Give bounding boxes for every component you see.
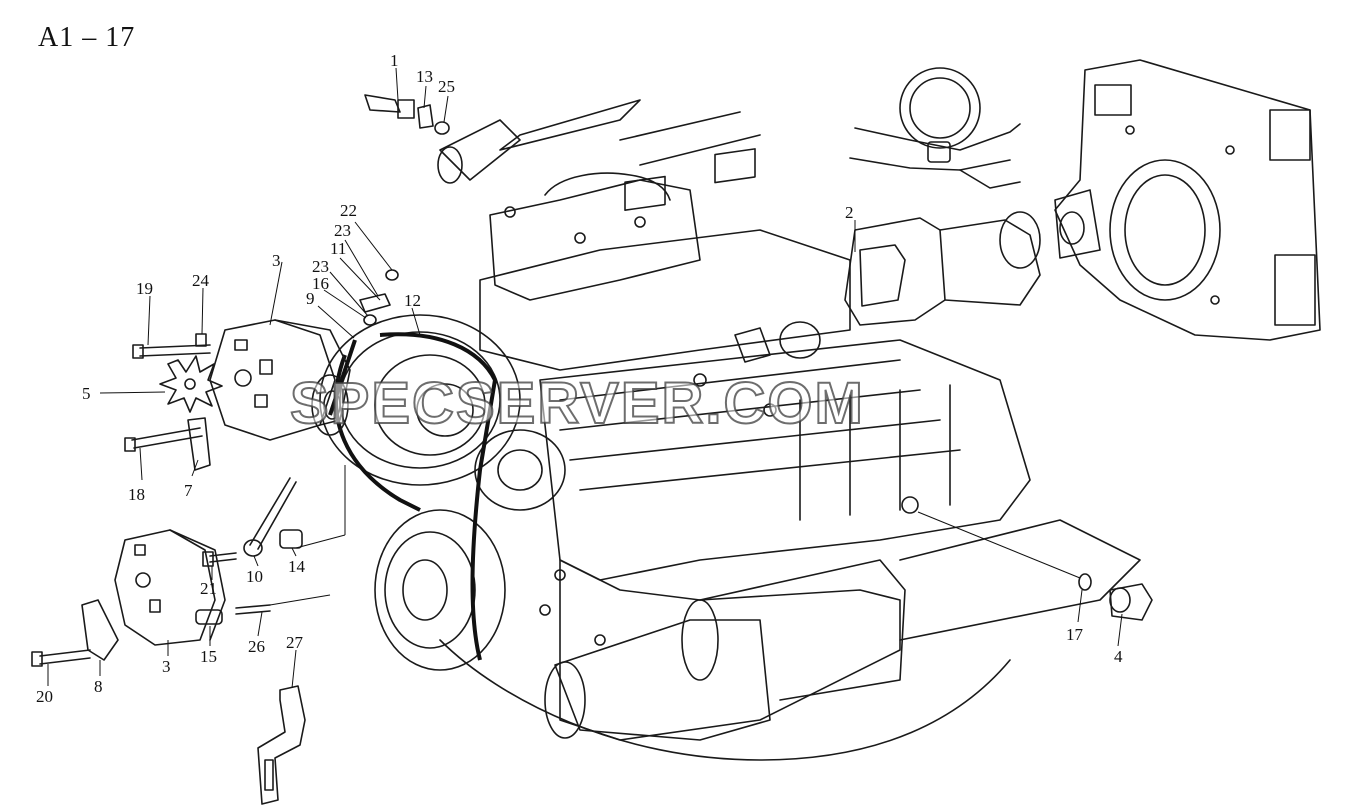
callout-16: 16: [312, 274, 329, 293]
callout-20: 20: [36, 687, 53, 706]
callout-17: 17: [1066, 625, 1084, 644]
callout-25: 25: [438, 77, 455, 96]
bolt-icon: [124, 333, 211, 471]
callout-24: 24: [192, 271, 210, 290]
callout-12: 12: [404, 291, 421, 310]
callout-2: 2: [845, 203, 854, 222]
callout-15: 15: [200, 647, 217, 666]
sensor-icon: [364, 94, 521, 184]
callout-23-bottom: 23: [312, 257, 329, 276]
callout-11: 11: [330, 239, 346, 258]
starter-motor-icon: [844, 211, 1041, 326]
callout-4: 4: [1114, 647, 1123, 666]
cable-harness-icon: [849, 67, 1021, 189]
callout-14: 14: [288, 557, 306, 576]
page-title: A1 – 17: [38, 22, 136, 53]
callout-3-upper: 3: [272, 251, 281, 270]
callout-3-lower: 3: [162, 657, 171, 676]
alternator-icon: [209, 319, 351, 441]
pulley-assembly-icon: [319, 314, 566, 671]
flywheel-housing-icon: [1054, 59, 1321, 341]
mounting-bracket-icon: [257, 685, 306, 805]
pressure-sender-icon: [1078, 573, 1153, 621]
callout-8: 8: [94, 677, 103, 696]
filter-canister-icon: [544, 559, 906, 741]
callout-22: 22: [340, 201, 357, 220]
callout-18: 18: [128, 485, 145, 504]
callout-5: 5: [82, 384, 91, 403]
alternator-rear-icon: [31, 477, 303, 667]
callout-labels: 1 13 25 2 3 19 24 5 18 7 22 23 11 23 16 …: [36, 51, 1123, 706]
callout-9: 9: [306, 289, 315, 308]
cooling-fan-icon: [159, 355, 223, 413]
watermark-text: SPECSERVER.COM: [289, 370, 865, 437]
callout-1: 1: [390, 51, 399, 70]
callout-26: 26: [248, 637, 265, 656]
callout-13: 13: [416, 67, 433, 86]
callout-21: 21: [200, 579, 217, 598]
callout-23-top: 23: [334, 221, 351, 240]
engine-block-icon: [439, 99, 1141, 761]
callout-19: 19: [136, 279, 153, 298]
callout-7: 7: [184, 481, 193, 500]
leader-lines: [47, 67, 1123, 689]
callout-10: 10: [246, 567, 263, 586]
callout-27: 27: [286, 633, 304, 652]
